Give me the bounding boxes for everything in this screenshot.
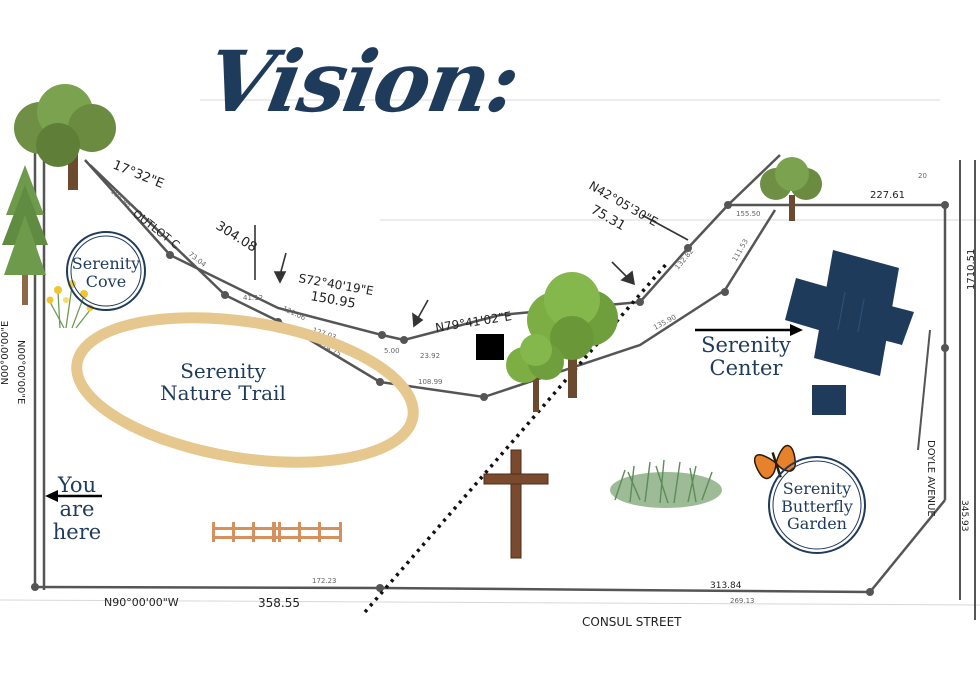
scan-lines: [0, 99, 980, 606]
cross-icon: [483, 449, 549, 559]
label-line: Cove: [85, 271, 127, 291]
building-icon: [785, 250, 914, 415]
small-label: 20: [918, 172, 927, 180]
grass-icon: [610, 459, 722, 508]
bearing-arrows: [254, 214, 689, 328]
bearing-label: N90°00'00"W: [104, 596, 179, 609]
tree-icon: [506, 334, 564, 412]
distance-label: 304.08: [213, 219, 260, 256]
butterfly-garden-circle-inner: [772, 460, 862, 550]
cove-circle: [66, 231, 146, 311]
small-label: 5.00: [384, 347, 400, 355]
label-line: Serenity: [782, 479, 852, 498]
label-line: Serenity: [701, 333, 791, 357]
arrow-left-icon: [45, 490, 102, 502]
small-label: 172.23: [312, 577, 337, 585]
building-outline: [837, 291, 865, 333]
tree-icon: [527, 272, 618, 398]
butterfly-garden-label: Serenity Butterfly Garden: [770, 480, 864, 533]
page-title: Vision:: [199, 32, 526, 131]
you-are-here-label: You are here: [44, 473, 110, 545]
distance-label: 345.93: [959, 500, 969, 532]
tree-icon: [14, 84, 116, 190]
label-line: You: [57, 473, 97, 497]
small-label: 155.50: [736, 210, 761, 218]
small-label: 101.98: [109, 187, 133, 209]
doyle-avenue-lines: [917, 160, 976, 620]
tree-icon: [2, 165, 48, 305]
distance-label: 1710.51: [966, 249, 977, 290]
label-line: Serenity: [71, 254, 141, 273]
nature-trail-loop: [71, 312, 419, 468]
small-label: 269.13: [730, 597, 755, 605]
bearing-label: N00°00'00"E: [15, 340, 26, 404]
bearing-label: 17°32"E: [111, 158, 166, 192]
serenity-cove-label: Serenity Cove: [66, 255, 146, 290]
butterfly-garden-circle: [768, 456, 866, 554]
bearing-label: N79°41'02"E: [434, 309, 512, 335]
bearing-label: N00°00'00"E: [0, 321, 11, 385]
small-label: 23.92: [420, 352, 440, 360]
outlot-label: OUTLOT C: [130, 207, 182, 252]
nature-trail-label: Serenity Nature Trail: [148, 360, 298, 404]
small-label: 111.53: [731, 238, 750, 263]
cove-circle-inner: [70, 235, 142, 307]
label-line: Center: [709, 356, 783, 381]
distance-label: 358.55: [258, 596, 300, 610]
label-line: Butterfly: [781, 496, 853, 516]
label-line: Serenity: [180, 359, 266, 383]
street-label: CONSUL STREET: [582, 615, 682, 629]
small-label: 121.06: [281, 305, 307, 323]
marker-square: [476, 334, 504, 360]
small-label: 41.12: [243, 294, 263, 302]
fence-icon: [212, 522, 342, 542]
label-line: Nature Trail: [160, 381, 286, 405]
distance-label: 313.84: [710, 581, 742, 591]
avenue-label: DOYLE AVENUE: [925, 440, 936, 517]
distance-label: 227.61: [870, 190, 905, 201]
parcel-boundary: [33, 125, 947, 594]
survey-points: [31, 201, 949, 596]
small-label: 108.99: [418, 378, 443, 386]
tree-icon: [760, 157, 822, 221]
serenity-center-label: Serenity Center: [690, 333, 802, 381]
label-line: here: [52, 520, 102, 545]
label-line: are: [59, 496, 95, 521]
label-line: Garden: [787, 514, 847, 534]
arrow-right-icon: [695, 324, 803, 336]
